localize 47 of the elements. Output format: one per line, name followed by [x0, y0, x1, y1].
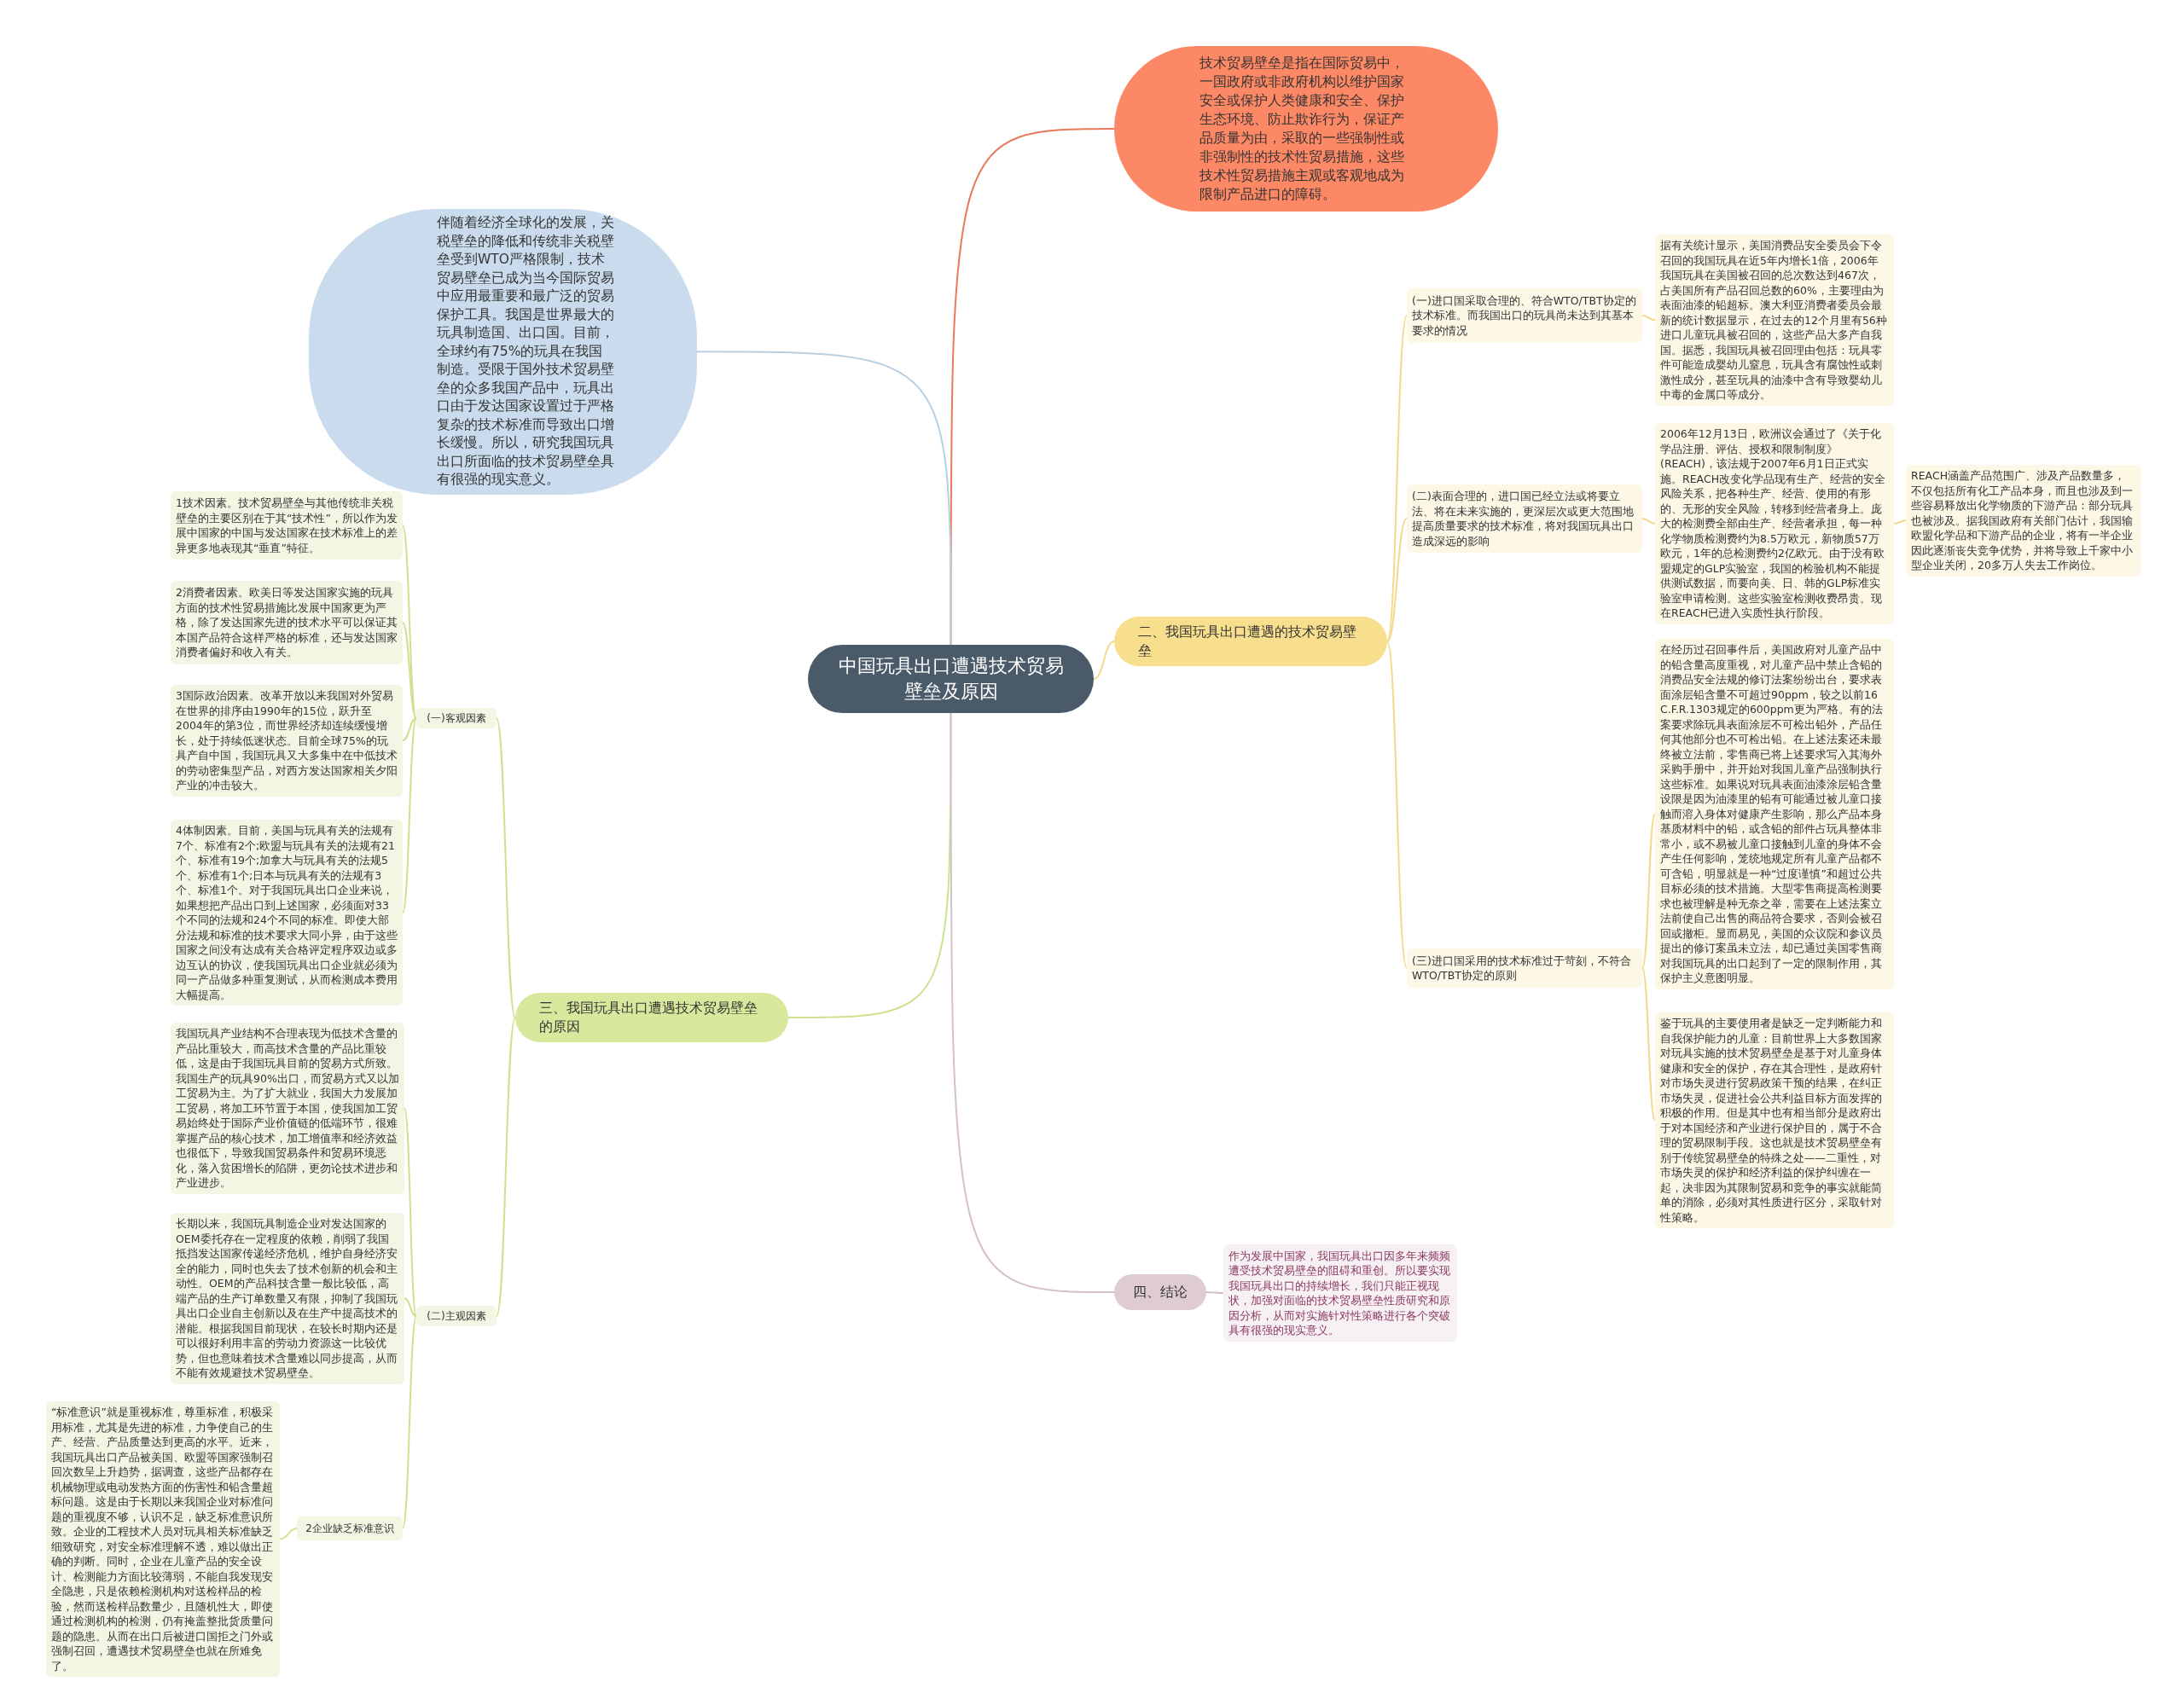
note-card: (三)进口国采用的技术标准过于苛刻，不符合WTO/TBT协定的原则: [1407, 948, 1642, 988]
note-card: (一)进口国采取合理的、符合WTO/TBT协定的技术标准。而我国出口的玩具尚未达到其基本要求的情况: [1407, 288, 1642, 343]
note-card: (二)表面合理的，进口国已经立法或将要立法、将在未来实施的，更深层次或更大范围地提高质量要求的技术标准，将对我国玩具出口造成深远的影响: [1407, 484, 1642, 553]
note-card: REACH涵盖产品范围广、涉及产品数量多，不仅包括所有化工产品本身，而且也涉及到一些容易释放出化学物质的下游产品：部分玩具也被涉及。据我国政府有关部门估计，我国输欧盟化学品和下游产品的企业，将有一半企业因此逐渐丧失竞争优势，并将导致上千家中小型企业关闭，20多万人失去工作岗位。: [1906, 465, 2141, 577]
note-card: 2006年12月13日，欧洲议会通过了《关于化学品注册、评估、授权和限制制度》(REACH)，该法规于2007年6月1日正式实施。REACH改变化学品现有生产、经营的安全风险关系，把各种生产、经营、使用的有形的、无形的安全风险，转移到经营者身上。庞大的检测费全部由生产、经营者承担，每一种化学物质检测费约为8.5万欧元，新物质57万欧元，1年的总检测费约2亿欧元。由于没有欧盟规定的GLP实验室，我国的检验机构不能提供测试数据，而要向美、日、韩的GLP标准实验室申请检测。这些实验室检测收费昂贵。现在REACH已进入实质性执行阶段。: [1655, 423, 1894, 624]
branch-line: [1893, 519, 1907, 525]
branch-line: [1386, 315, 1408, 642]
note-card: 我国玩具产业结构不合理表现为低技术含量的产品比重较大，而高技术含量的产品比重较低，这是由于我国玩具目前的贸易方式所致。我国生产的玩具90%出口，而贸易方式又以加工贸易为主。为了扩大就业，我国大力发展加工贸易，将加工环节置于本国，使我国加工贸易始终处于国际产业价值链的低端环节，很难掌握产品的核心技术，加工增值率和经济效益也很低下，导致我国贸易条件和贸易环境恶化，落入贫困增长的陷阱，更勿论技术进步和产业进步。: [171, 1023, 404, 1194]
branch-line: [1641, 518, 1656, 525]
topic-bubble: 伴随着经济全球化的发展，关税壁垒的降低和传统非关税壁垒受到WTO严格限制，技术贸易壁垒已成为当今国际贸易中应用最重要和最广泛的贸易保护工具。我国是世界最大的玩具制造国、出口国。目前，全球约有75%的玩具在我国制造。受限于国外技术贸易壁垒的众多我国产品中，玩具出口由于发达国家设置过于严格复杂的技术标准而导致出口增长缓慢。所以，研究我国玩具出口所面临的技术贸易壁垒具有很强的现实意义。: [309, 209, 697, 495]
note-card: “标准意识”就是重视标准，尊重标准，积极采用标准，尤其是先进的标准，力争使自己的生产、经营、产品质量达到更高的水平。近来，我国玩具出口产品被美国、欧盟等国家强制召回次数呈上升趋势，据调查，这些产品都存在机械物理或电动发热方面的伤害性和铅含量超标问题。这是由于长期以来我国企业对标准问题的重视度不够，认识不足，缺乏标准意识所致。企业的工程技术人员对玩具相关标准缺乏细致研究，对安全标准理解不透，难以做出正确的判断。同时，企业在儿童产品的安全设计、检测能力方面比较薄弱，不能自我发现安全隐患，只是依赖检测机构对送检样品的检验，然而送检样品数量少，且随机性大，即使通过检测机构的检测，仍有掩盖整批货质量问题的隐患。从而在出口后被进口国拒之门外或强制召回，遭遇技术贸易壁垒也就在所难免了。: [46, 1401, 280, 1677]
branch-line: [404, 1107, 417, 1317]
branch-line: [402, 622, 417, 719]
branch-line: [402, 1315, 417, 1529]
note-card: 在经历过召回事件后，美国政府对儿童产品中的铅含量高度重视，对儿童产品中禁止含铅的消费品安全法规的修订法案纷纷出台，要求表面涂层铅含量不可超过90ppm，较之以前16 C.F.R.1303规定的600ppm更为严格。有的法案要求除玩具表面涂层不可检出铅外，产品任何其他部分也不可检出铅。在上述法案还未最终被立法前，零售商已将上述要求写入其海外采购手册中，并开始对我国儿童产品强制执行这些标准。如果说对玩具表面油漆涂层铅含量设限是因为油漆里的铅有可能通过被儿童口接触而溶入身体对健康产生影响，那么产品本身基质材料中的铅，或含铅的部件占玩具整体非常小，或不易被儿童口接触到儿童的身体不会产生任何影响，笼统地规定所有儿童产品都不可含铅，明显就是一种“过度谨慎”和超过公共目标必须的技术措施。大型零售商提高检测要求也被理解是种无奈之举，需要在上述法案立法前使自己出售的商品符合要求，否则会被召回或撤柜。显而易见，美国的众议院和参议员提出的修订案虽未立法，却已通过美国零售商对我国玩具的出口起到了一定的限制作用，其保护主义意图明显。: [1655, 639, 1894, 989]
branch-line: [496, 1017, 516, 1317]
central-topic: 中国玩具出口遭遇技术贸易壁垒及原因: [808, 645, 1094, 713]
branch-line: [402, 717, 417, 742]
subtopic-label: 2企业缺乏标准意识: [297, 1516, 403, 1540]
branch-line: [1386, 641, 1408, 969]
subtopic-label: (二)主观因素: [416, 1306, 497, 1326]
branch-line: [279, 1528, 298, 1540]
note-card: 2消费者因素。欧美日等发达国家实施的玩具方面的技术性贸易措施比发展中国家更为严格，除了发达国家先进的技术水平可以保证其本国产品符合这样严格的标准，还与发达国家消费者偏好和收入有关。: [171, 581, 403, 664]
note-card: 长期以来，我国玩具制造企业对发达国家的OEM委托存在一定程度的依赖，削弱了我国抵挡发达国家传递经济危机，维护自身经济安全的能力，同时也失去了技术创新的机会和主动性。OEM的产品科技含量一般比较低，高端产品的生产订单数量又有限，抑制了我国玩具出口企业自主创新以及在生产中提高技术的潜能。根据我国目前现状，在较长时期内还是可以很好利用丰富的劳动力资源这一比较优势，但也意味着技术含量难以同步提高，从而不能有效规避技术贸易壁垒。: [171, 1213, 404, 1384]
branch-line: [696, 351, 952, 646]
note-card: 1技术因素。技术贸易壁垒与其他传统非关税壁垒的主要区别在于其“技术性”，所以作为发展中国家的中国与发达国家在技术标准上的差异更多地表现其“垂直”特征。: [171, 491, 403, 560]
branch-line: [1641, 813, 1656, 969]
note-card: 据有关统计显示，美国消费品安全委员会下令召回的我国玩具在近5年内增长1倍，2006年我国玩具在美国被召回的总次数达到467次，占美国所有产品召回总数的60%，主要理由为表面油漆的铅超标。澳大利亚消费者委员会最新的统计数据显示，在过去的12个月里有56种进口儿童玩具被召回的，这些产品大多产自我国。据悉，我国玩具被召回理由包括：玩具零件可能造成婴幼儿窒息，玩具含有腐蚀性或刺激性成分，甚至玩具的油漆中含有导致婴幼儿中毒的金属口等成分。: [1655, 235, 1894, 406]
branch-topic: 三、我国玩具出口遭遇技术贸易壁垒的原因: [515, 993, 788, 1042]
branch-line: [1641, 967, 1656, 1122]
branch-line: [1205, 1291, 1224, 1294]
note-card: 作为发展中国家，我国玩具出口因多年来频频遭受技术贸易壁垒的阻碍和重创。所以要实现我国玩具出口的持续增长，我们只能正视现状，加强对面临的技术贸易壁垒性质研究和原因分析，从而对实施针对性策略进行各个突破具有很强的现实意义。: [1223, 1244, 1457, 1342]
topic-bubble: 技术贸易壁垒是指在国际贸易中，一国政府或非政府机构以维护国家安全或保护人类健康和安全、保护生态环境、防止欺诈行为，保证产品质量为由，采取的一些强制性或非强制性的技术性贸易措施，这些技术性贸易措施主观或客观地成为限制产品进口的障碍。: [1114, 46, 1498, 212]
branch-line: [1386, 518, 1408, 642]
branch-line: [787, 712, 952, 1018]
note-card: 鉴于玩具的主要使用者是缺乏一定判断能力和自我保护能力的儿童：目前世界上大多数国家对玩具实施的技术贸易壁垒是基于对儿童身体健康和安全的保护，存在其合理性，是政府针对市场失灵进行贸易政策干预的结果，在纠正市场失灵，促进社会公共利益目标方面发挥的积极的作用。但是其中也有相当部分是政府出于对本国经济和产业进行保护目的，属于不合理的贸易限制手段。这也就是技术贸易壁垒有别于传统贸易壁垒的特殊之处——二重性，对市场失灵的保护和经济利益的保护纠缠在一起，决非因为其限制贸易和竞争的事实就能简单的消除，必须对其性质进行区分，采取针对性策略。: [1655, 1012, 1894, 1228]
note-card: 4体制因素。目前，美国与玩具有关的法规有7个、标准有2个;欧盟与玩具有关的法规有21个、标准有19个;加拿大与玩具有关的法规5个、标准有1个;日本与玩具有关的法规有3个、标准1个。对于我国玩具出口企业来说，如果想把产品出口到上述国家，必须面对33个不同的法规和24个不同的标准。即使大部分法规和标准的技术要求大同小异，由于这些国家之间没有达成有关合格评定程序双边或多边互认的协议，使我国玩具出口企业就必须为同一产品做多种重复测试，从而检测成本费用大幅提高。: [171, 820, 403, 1006]
branch-topic: 二、我国玩具出口遭遇的技术贸易壁垒: [1114, 617, 1387, 666]
branch-line: [402, 717, 417, 913]
branch-line: [1641, 315, 1656, 322]
note-card: 3国际政治因素。改革开放以来我国对外贸易在世界的排序由1990年的15位，跃升至2004年的第3位，而世界经济却连续缓慢增长，处于持续低迷状态。目前全球75%的玩具产自中国，我国玩具又大多集中在中低技术的劳动密集型产品，对西方发达国家相关夕阳产业的冲击较大。: [171, 685, 403, 797]
branch-line: [950, 712, 1115, 1293]
subtopic-label: (一)客观因素: [416, 708, 497, 728]
branch-line: [496, 717, 516, 1018]
branch-topic: 四、结论: [1114, 1274, 1206, 1310]
branch-line: [404, 1297, 417, 1317]
branch-line: [1093, 641, 1115, 680]
